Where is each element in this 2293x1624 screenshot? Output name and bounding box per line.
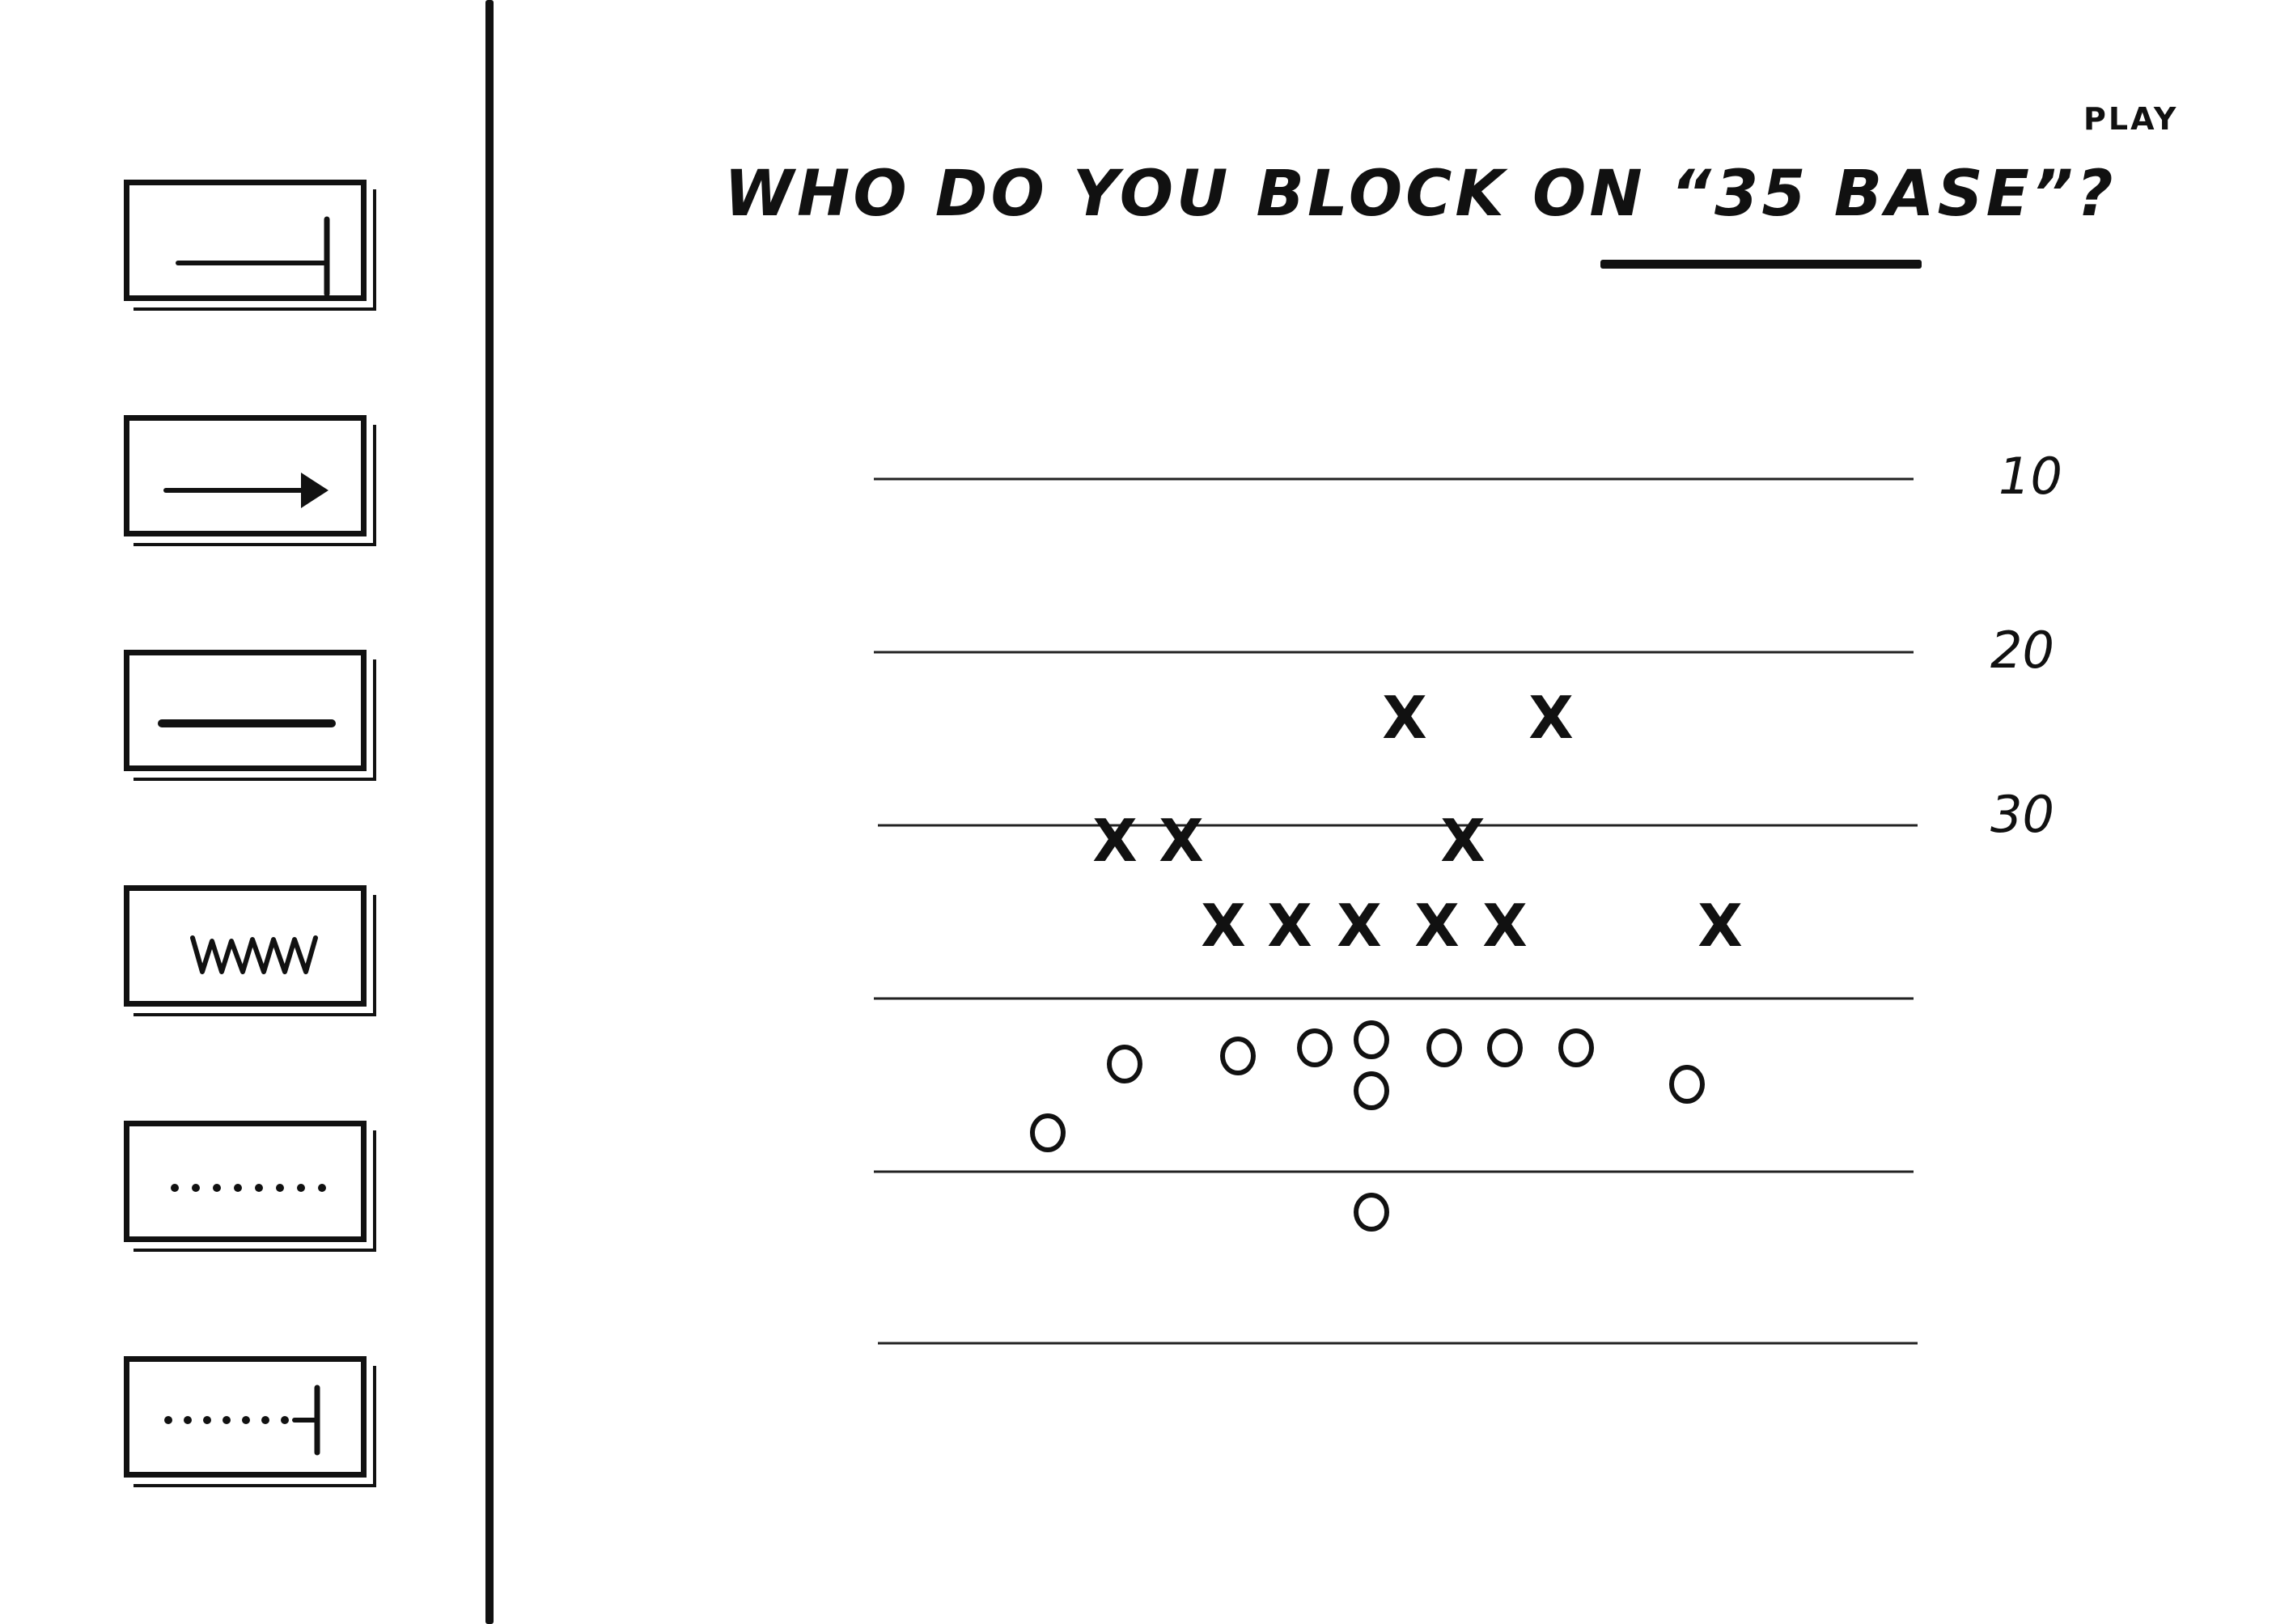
offense-player-marker[interactable] (1669, 1065, 1705, 1104)
offense-player-marker[interactable] (1030, 1113, 1066, 1152)
offense-player-marker[interactable] (1487, 1028, 1523, 1067)
defender-marker[interactable]: X (1440, 807, 1486, 875)
question-title: WHO DO YOU BLOCK ON “35 BASE”? (724, 158, 2117, 231)
offense-player-marker[interactable] (1354, 1193, 1389, 1232)
route-tool-button[interactable] (124, 415, 367, 536)
defender-marker[interactable]: X (1337, 892, 1382, 960)
arrow-line-icon (163, 473, 328, 508)
defender-marker[interactable]: X (1092, 807, 1138, 875)
defender-marker[interactable]: X (1267, 892, 1312, 960)
motion-tool-button[interactable] (124, 885, 367, 1007)
line-tool-button[interactable] (124, 650, 367, 771)
tool-palette (0, 0, 485, 1624)
defender-marker[interactable]: X (1697, 892, 1743, 960)
dotted-block-line-icon (164, 1384, 320, 1456)
offense-player-marker[interactable] (1558, 1028, 1594, 1067)
defender-marker[interactable]: X (1382, 684, 1427, 752)
yard-label-30: 30 (1990, 785, 2054, 844)
offense-player-marker[interactable] (1426, 1028, 1462, 1067)
defender-marker[interactable]: X (1201, 892, 1246, 960)
dotted-tool-button[interactable] (124, 1121, 367, 1242)
block-line-icon (176, 216, 330, 295)
defender-marker[interactable]: X (1414, 892, 1460, 960)
defender-marker[interactable]: X (1528, 684, 1574, 752)
offense-player-marker[interactable] (1107, 1045, 1142, 1083)
dotted-block-tool-button[interactable] (124, 1356, 367, 1478)
defender-marker[interactable]: X (1159, 807, 1204, 875)
question-underline (1600, 260, 1922, 269)
yard-label-10: 10 (1998, 447, 2062, 506)
offense-player-marker[interactable] (1297, 1028, 1333, 1067)
sidebar-divider (485, 0, 494, 1624)
play-button[interactable]: PLAY (2083, 101, 2179, 137)
offense-player-marker[interactable] (1354, 1071, 1389, 1110)
defender-marker[interactable]: X (1482, 892, 1528, 960)
yard-lines (874, 477, 1918, 1345)
straight-line-icon (158, 719, 336, 727)
offense-player-marker[interactable] (1220, 1037, 1256, 1075)
dotted-line-icon (171, 1184, 326, 1192)
zigzag-line-icon (190, 935, 318, 974)
yard-label-20: 20 (1990, 621, 2054, 680)
block-tool-button[interactable] (124, 180, 367, 301)
offense-player-marker[interactable] (1354, 1020, 1389, 1059)
